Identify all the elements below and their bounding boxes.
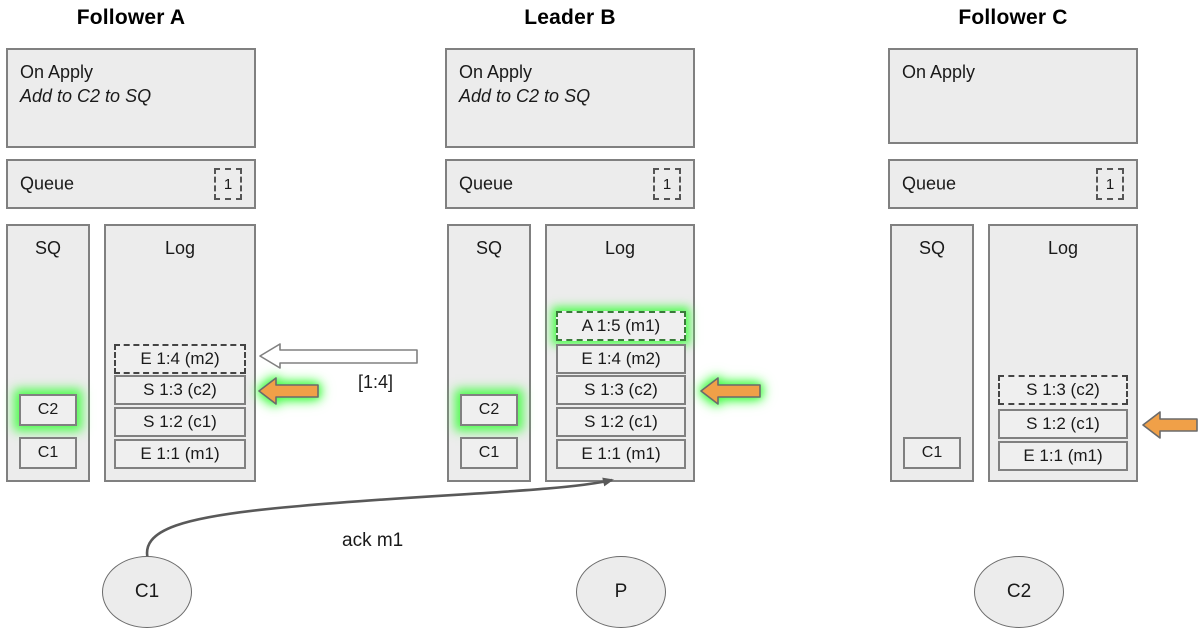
queue-label: Queue	[459, 173, 514, 194]
sq-item: C1	[19, 437, 77, 469]
queue-box-b: Queue 1	[445, 159, 695, 209]
sq-heading: SQ	[475, 238, 502, 258]
client-node-c2: C2	[974, 556, 1064, 628]
replication-arrow-b-to-a	[258, 342, 420, 370]
commit-arrow-c	[1140, 406, 1200, 444]
node-title-leader-b: Leader B	[524, 6, 616, 29]
sq-item: C2	[19, 394, 77, 426]
queue-label: Queue	[20, 173, 75, 194]
log-entry: S 1:3 (c2)	[998, 375, 1128, 405]
replication-range-label: [1:4]	[358, 372, 394, 392]
log-heading: Log	[164, 238, 196, 258]
log-entry: S 1:3 (c2)	[114, 375, 246, 405]
on-apply-box-b: On Apply Add to C2 to SQ	[445, 48, 695, 148]
queue-count-badge: 1	[214, 168, 242, 200]
node-title-follower-a: Follower A	[76, 6, 186, 29]
on-apply-heading: On Apply	[902, 62, 976, 82]
log-entry: S 1:3 (c2)	[556, 375, 686, 405]
log-entry: E 1:4 (m2)	[556, 344, 686, 374]
queue-count-badge: 1	[1096, 168, 1124, 200]
left-arrow-icon	[259, 343, 418, 369]
queue-box-c: Queue 1	[888, 159, 1138, 209]
log-entry: E 1:4 (m2)	[114, 344, 246, 374]
left-arrow-icon	[258, 377, 319, 405]
log-entry: S 1:2 (c1)	[556, 407, 686, 437]
ack-edge-label: ack m1	[342, 530, 404, 551]
client-node-p: P	[576, 556, 666, 628]
sq-heading: SQ	[34, 238, 61, 258]
on-apply-action: Add to C2 to SQ	[459, 86, 591, 106]
log-entry: E 1:1 (m1)	[556, 439, 686, 469]
sq-heading: SQ	[918, 238, 945, 258]
log-heading: Log	[1047, 238, 1079, 258]
queue-count-badge: 1	[653, 168, 681, 200]
sq-item: C1	[903, 437, 961, 469]
node-title-follower-c: Follower C	[958, 6, 1068, 29]
on-apply-heading: On Apply	[20, 62, 94, 82]
client-node-c1: C1	[102, 556, 192, 628]
log-entry: A 1:5 (m1)	[556, 311, 686, 341]
queue-label: Queue	[902, 173, 957, 194]
on-apply-action: Add to C2 to SQ	[20, 86, 152, 106]
log-entry: E 1:1 (m1)	[114, 439, 246, 469]
log-entry: S 1:2 (c1)	[114, 407, 246, 437]
left-arrow-icon	[1142, 411, 1198, 439]
sq-item: C2	[460, 394, 518, 426]
on-apply-box-c: On Apply	[888, 48, 1138, 144]
on-apply-box-a: On Apply Add to C2 to SQ	[6, 48, 256, 148]
commit-arrow-b	[698, 372, 764, 410]
log-box-c: Log	[988, 224, 1138, 482]
log-heading: Log	[604, 238, 636, 258]
sq-item: C1	[460, 437, 518, 469]
log-entry: E 1:1 (m1)	[998, 441, 1128, 471]
commit-arrow-a	[256, 372, 322, 410]
log-entry: S 1:2 (c1)	[998, 409, 1128, 439]
on-apply-heading: On Apply	[459, 62, 533, 82]
left-arrow-icon	[700, 377, 761, 405]
queue-box-a: Queue 1	[6, 159, 256, 209]
